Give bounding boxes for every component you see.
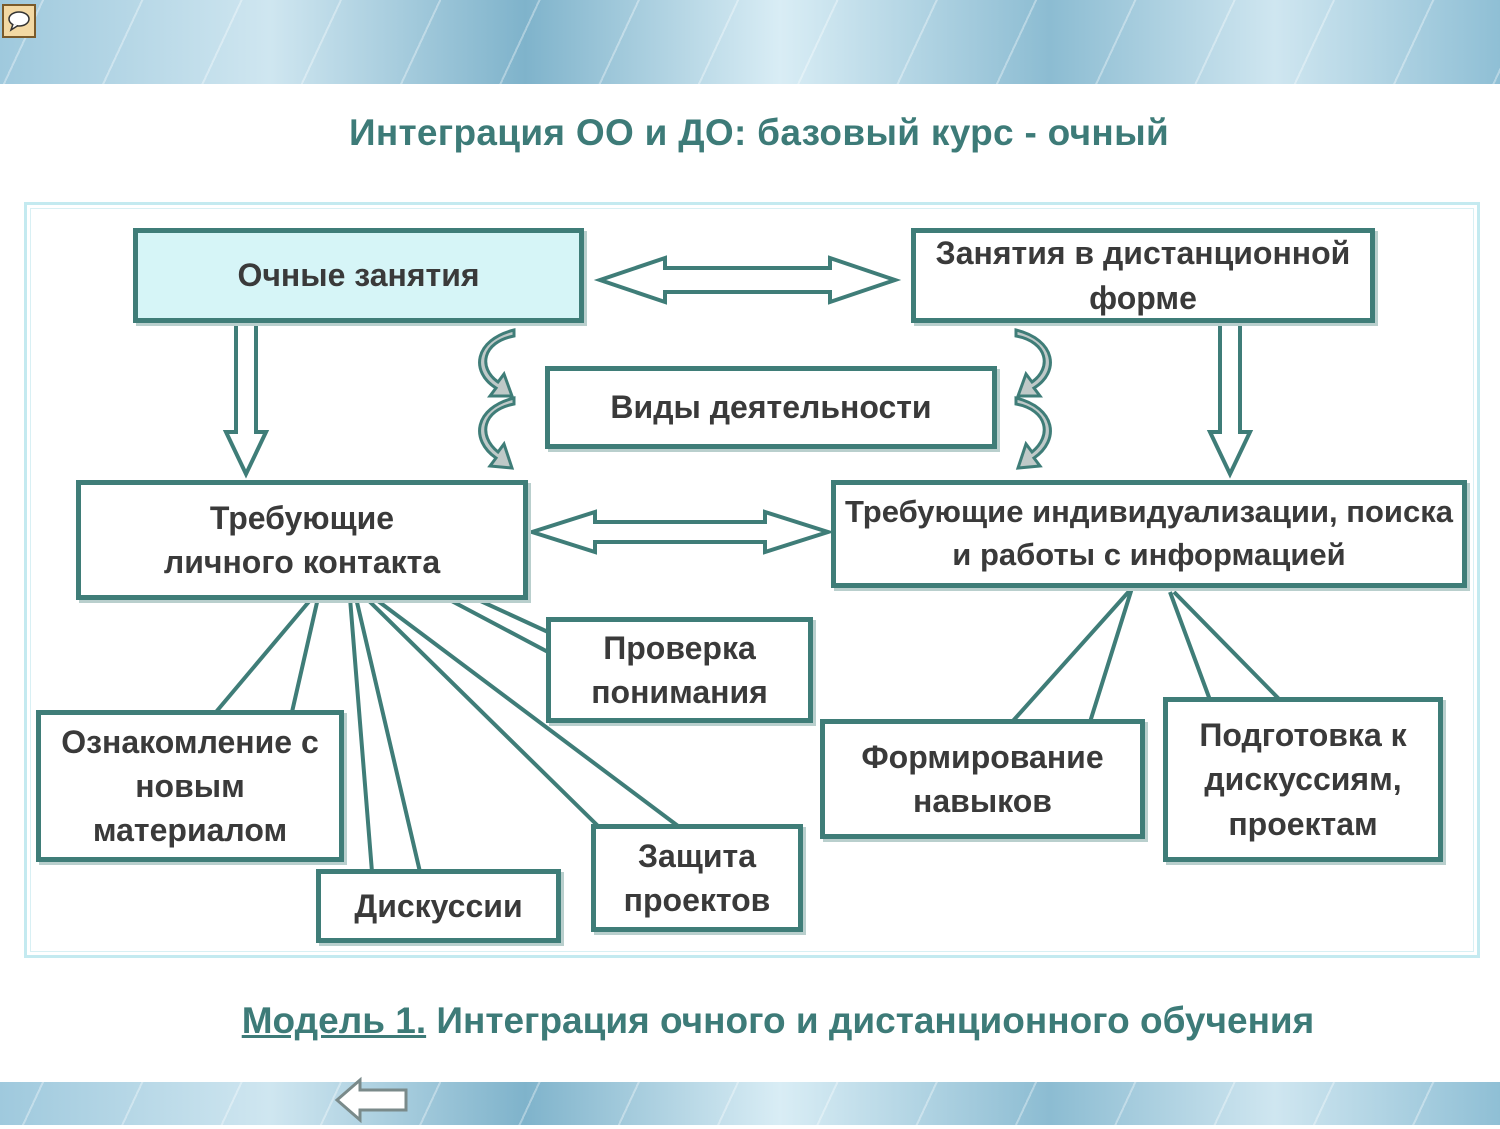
new-material-label: Ознакомление с новым материалом (61, 723, 319, 849)
discussion-prep-label: Подготовка к дискуссиям, проектам (1199, 717, 1407, 842)
callout-project-defense (364, 596, 680, 828)
callout-discussion-prep (1168, 590, 1282, 702)
caption-text: Интеграция очного и дистанционного обуче… (436, 1000, 1315, 1041)
distance-classes-box: Занятия в дистанционной форме (911, 228, 1375, 323)
callout-new-material (214, 596, 320, 714)
callout-understanding-check (445, 596, 549, 654)
discussion-prep-box: Подготовка к дискуссиям, проектам (1163, 697, 1443, 862)
understanding-check-label: Проверка понимания (591, 629, 768, 710)
individualization-box: Требующие индивидуализации, поиска и раб… (831, 480, 1467, 588)
understanding-check-box: Проверка понимания (546, 617, 813, 723)
project-defense-box: Защита проектов (591, 824, 803, 932)
down-arrow-right (1206, 320, 1254, 479)
activity-types-label: Виды деятельности (610, 389, 932, 426)
curly-arrow-left (478, 328, 516, 470)
back-button[interactable] (334, 1076, 410, 1124)
new-material-box: Ознакомление с новым материалом (36, 710, 344, 862)
bottom-banner (0, 1082, 1500, 1125)
discussions-box: Дискуссии (316, 869, 561, 943)
distance-classes-label: Занятия в дистанционной форме (935, 235, 1351, 316)
down-arrow-left (222, 320, 270, 479)
individualization-label: Требующие индивидуализации, поиска и раб… (845, 494, 1453, 572)
back-arrow-icon (334, 1076, 408, 1124)
skills-building-box: Формирование навыков (820, 719, 1145, 839)
skills-building-label: Формирование навыков (861, 738, 1104, 819)
discussions-label: Дискуссии (354, 887, 523, 924)
comment-icon[interactable] (2, 4, 36, 38)
personal-contact-box: Требующие личного контакта (76, 480, 528, 600)
callout-discussions (348, 597, 422, 873)
callout-skills-building (1010, 586, 1134, 724)
face-to-face-classes-label: Очные занятия (237, 257, 480, 294)
model-link[interactable]: Модель 1. (241, 1000, 427, 1041)
face-to-face-classes-box: Очные занятия (133, 228, 584, 323)
slide-caption: Модель 1. Интеграция очного и дистанцион… (0, 1000, 1500, 1042)
curly-arrow-right (1014, 328, 1052, 470)
double-arrow-middle (525, 509, 835, 555)
project-defense-label: Защита проектов (623, 837, 771, 918)
double-arrow-top (593, 255, 902, 305)
slide-title: Интеграция ОО и ДО: базовый курс - очный (348, 112, 1170, 153)
activity-types-box: Виды деятельности (545, 366, 997, 449)
diagram-frame (24, 202, 1480, 958)
personal-contact-label: Требующие личного контакта (163, 499, 441, 580)
top-banner (0, 0, 1500, 84)
